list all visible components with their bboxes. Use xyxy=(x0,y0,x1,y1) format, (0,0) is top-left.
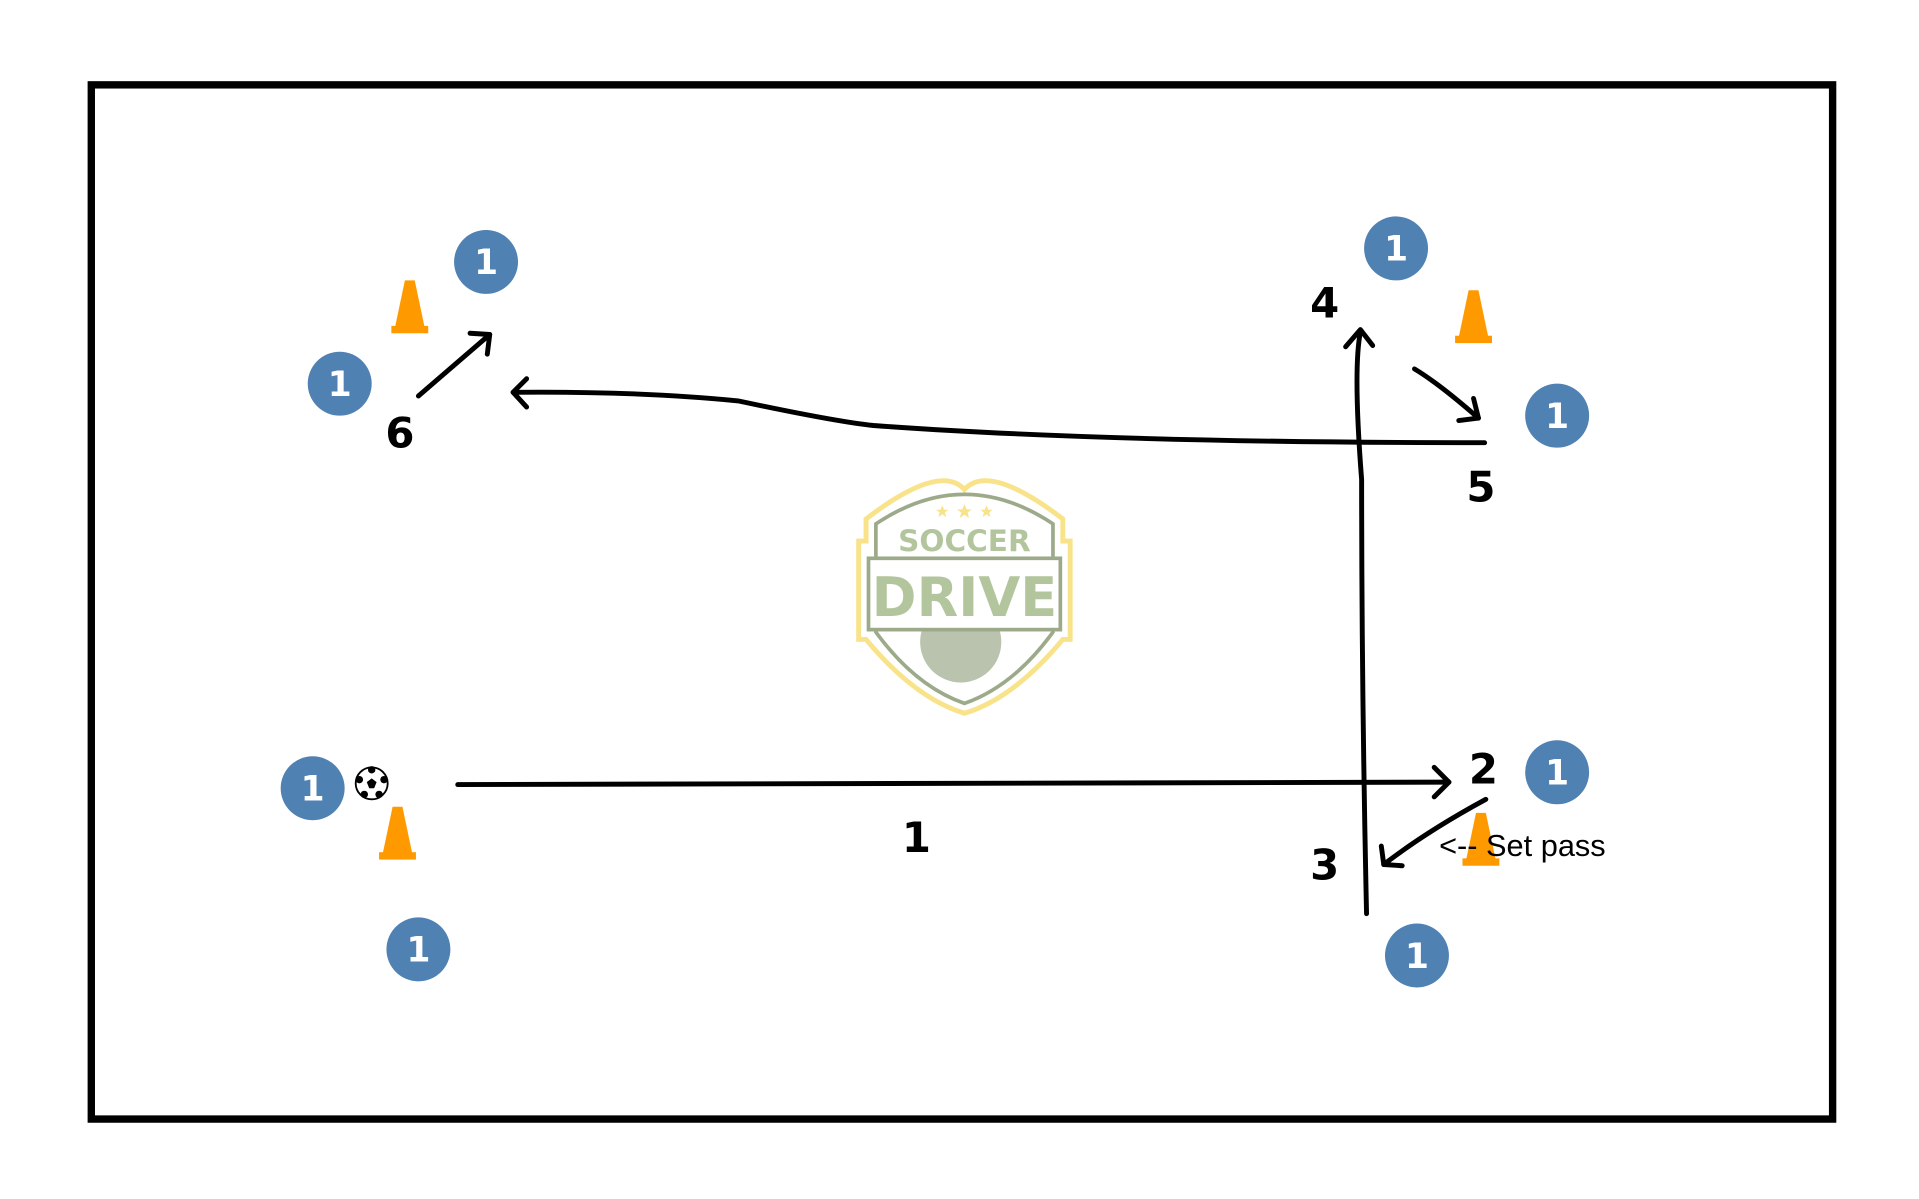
player-number: 1 xyxy=(1405,937,1429,977)
arrowhead-icon xyxy=(1431,764,1452,800)
soccer-ball-icon xyxy=(354,766,389,801)
soccer-drive-logo: SOCCER DRIVE xyxy=(856,478,1073,716)
cone-icon xyxy=(379,806,416,860)
player-marker: 1 xyxy=(307,351,372,416)
player-marker: 1 xyxy=(386,917,451,982)
field-boundary xyxy=(87,81,1837,1123)
cone-icon xyxy=(391,280,429,334)
run-3-to-4-line xyxy=(1354,329,1370,917)
player-number: 1 xyxy=(1545,397,1569,437)
step-label-6: 6 xyxy=(385,409,414,458)
cone-icon xyxy=(1455,290,1492,344)
player-marker: 1 xyxy=(280,756,345,821)
arrowhead-icon xyxy=(1343,327,1376,350)
arrowhead-icon xyxy=(1378,843,1405,869)
players: 1 1 1 1 1 1 1 1 xyxy=(280,216,1590,988)
arrowhead-icon xyxy=(467,330,493,357)
set-pass-annotation: <-- Set pass xyxy=(1439,828,1606,863)
movement-lines xyxy=(415,327,1489,917)
pass-4-to-5-line xyxy=(1412,366,1481,421)
cones xyxy=(379,280,1500,866)
logo-stars xyxy=(936,504,993,518)
player-number: 1 xyxy=(1545,754,1569,794)
player-number: 1 xyxy=(328,365,352,405)
player-marker: 1 xyxy=(454,229,519,294)
player-number: 1 xyxy=(1384,230,1408,270)
step-label-3: 3 xyxy=(1310,840,1339,889)
step-label-1: 1 xyxy=(902,813,931,862)
logo-text-drive: DRIVE xyxy=(872,566,1058,629)
player-marker: 1 xyxy=(1384,923,1449,988)
arrowhead-icon xyxy=(510,376,530,410)
player-marker: 1 xyxy=(1525,383,1590,448)
player-number: 1 xyxy=(474,243,498,283)
arrowhead-icon xyxy=(1456,395,1481,424)
cone-icon xyxy=(1462,812,1500,866)
step-label-5: 5 xyxy=(1466,463,1495,512)
player-number: 1 xyxy=(301,770,325,810)
step-label-2: 2 xyxy=(1469,744,1498,793)
pass-5-to-6-line xyxy=(510,389,1488,446)
player-marker: 1 xyxy=(1364,216,1429,281)
pass-6-line xyxy=(415,332,493,399)
pass-2-to-3-line xyxy=(1381,796,1489,867)
player-number: 1 xyxy=(406,931,430,971)
pass-1-line xyxy=(455,779,1452,788)
player-marker: 1 xyxy=(1525,740,1590,805)
logo-text-soccer: SOCCER xyxy=(898,524,1031,558)
step-label-4: 4 xyxy=(1310,278,1339,327)
